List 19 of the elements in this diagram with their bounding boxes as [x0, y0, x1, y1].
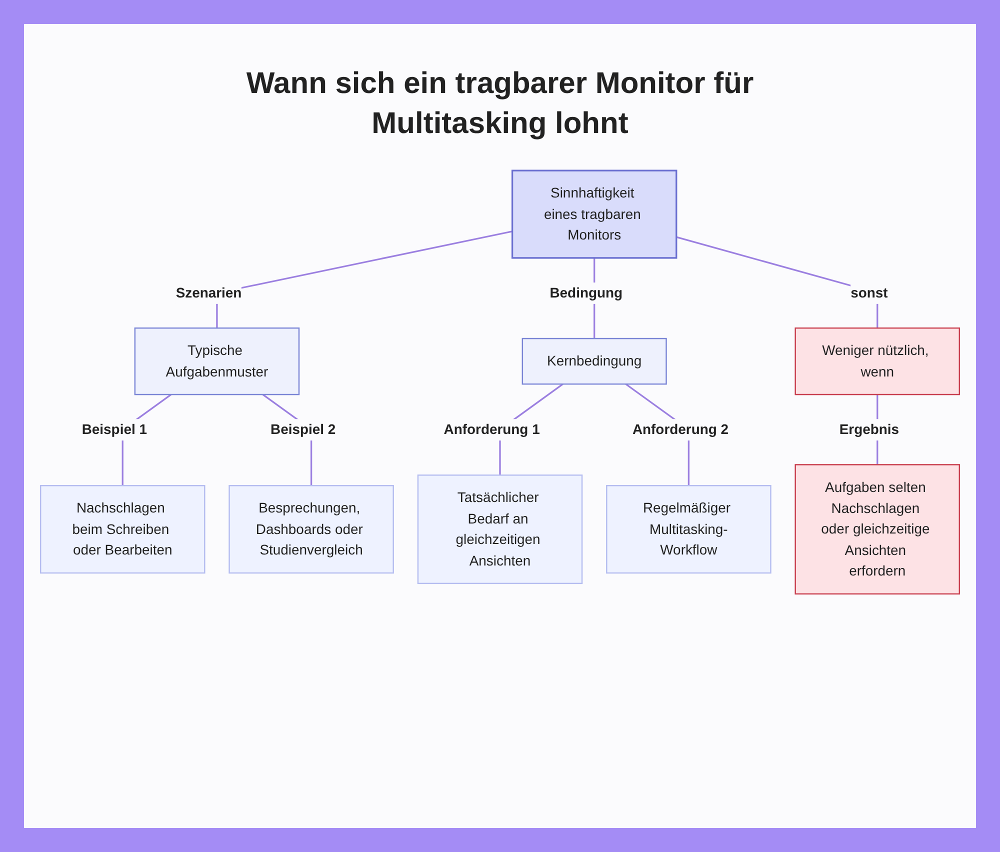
edge-label: Ergebnis	[839, 422, 900, 438]
edge-label: Beispiel 1	[82, 422, 147, 438]
edge-label: Anforderung 1	[444, 422, 540, 438]
edge-label: Beispiel 2	[270, 422, 336, 438]
edge-label: Bedingung	[550, 285, 623, 301]
node-box: Weniger nützlich, wenn	[794, 327, 960, 396]
node-box: Typische Aufgabenmuster	[134, 327, 300, 396]
connector	[216, 230, 512, 328]
node-box: Nachschlagen beim Schreiben oder Bearbeiten	[40, 484, 206, 574]
node-box: Aufgaben selten Nachschlagen oder gleichzeitige Ansichten erfordern	[794, 464, 960, 594]
node-box: Sinnhaftigkeit eines tragbaren Monitors	[511, 170, 678, 259]
diagram-title: Wann sich ein tragbarer Monitor für Multitasking lohnt	[245, 66, 755, 142]
node-box: Regelmäßiger Multitasking-Workflow	[606, 484, 772, 574]
edge-label: sonst	[850, 285, 888, 301]
edge-label: Anforderung 2	[632, 422, 729, 438]
node-box: Kernbedingung	[522, 338, 667, 385]
node-box: Besprechungen, Dashboards oder Studienvergleich	[228, 484, 394, 574]
node-box: Tatsächlicher Bedarf an gleichzeitigen Ansichten	[417, 474, 583, 584]
edge-label: Szenarien	[176, 285, 242, 301]
